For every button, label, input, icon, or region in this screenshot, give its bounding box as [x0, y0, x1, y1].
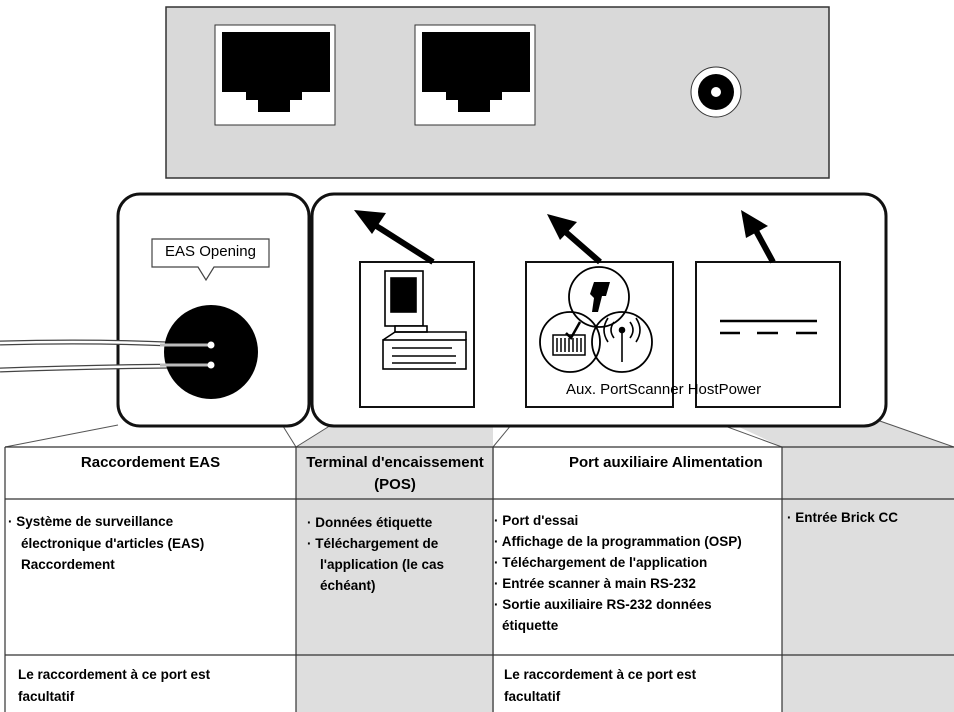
eas-opening-callout: [151, 238, 270, 282]
eas-opening-icon: [164, 305, 258, 399]
aux-optional-note: Le raccordement à ce port est facultatif: [504, 667, 697, 704]
aux-feature-line: étiquette: [502, 617, 559, 633]
arrow-icon: [354, 210, 435, 265]
dc-power-symbol-icon: [720, 319, 817, 335]
power-features: Entrée Brick CC: [787, 507, 952, 529]
scanner-venn-icon: [539, 266, 653, 373]
aux-features: Port d'essai Affichage de la programmati…: [494, 511, 794, 637]
device-rear-panel: [165, 6, 830, 179]
power-feature-line: Entrée Brick CC: [787, 507, 952, 529]
rj45-port-icon: [414, 24, 536, 126]
pos-feature-line: Données étiquette: [307, 513, 493, 534]
header-eas: Raccordement EAS: [80, 454, 221, 471]
pos-column-shade: [296, 447, 494, 712]
eas-feature-line: Raccordement: [21, 557, 115, 573]
eas-opening-label: EAS Opening: [165, 243, 256, 260]
aux-feature-line: Téléchargement de l'application: [494, 553, 794, 574]
eas-features: Système de surveillance électronique d'a…: [8, 511, 293, 576]
barcode-icon: [552, 321, 586, 356]
wireless-antenna-icon: [603, 317, 641, 362]
handheld-scanner-icon: [590, 282, 610, 312]
dc-power-jack-icon: [690, 66, 742, 118]
eas-optional-note: Le raccordement à ce port est facultatif: [18, 667, 211, 704]
aux-feature-line: Sortie auxiliaire RS-232 données: [494, 595, 794, 616]
eas-feature-line: Système de surveillance: [8, 511, 293, 533]
pos-feature-line: échéant): [320, 577, 376, 593]
aux-feature-line: Port d'essai: [494, 511, 794, 532]
pos-feature-line: l'application (le cas: [320, 556, 444, 572]
eas-feature-line: électronique d'articles (EAS): [21, 535, 205, 551]
aux-feature-line: Affichage de la programmation (OSP): [494, 532, 794, 553]
pos-feature-line: Téléchargement de: [307, 534, 493, 555]
rj45-port-icon: [214, 24, 336, 126]
arrow-icon: [547, 214, 602, 265]
power-column-shade: [782, 447, 954, 712]
power-box: [695, 261, 841, 408]
aux-feature-line: Entrée scanner à main RS-232: [494, 574, 794, 595]
cash-register-icon: [382, 270, 467, 370]
header-aux-power: Port auxiliaire Alimentation: [569, 454, 763, 471]
eas-cable-ends: [160, 341, 215, 369]
pos-features: Données étiquette Téléchargement de l'ap…: [307, 513, 493, 597]
arrow-icon: [741, 210, 776, 264]
spec-table-grid: [4, 446, 954, 712]
header-pos: Terminal d'encaissement (POS): [306, 454, 484, 493]
port-labels: Aux. PortScanner HostPower: [566, 381, 762, 398]
eas-funnel-left: [4, 424, 119, 448]
